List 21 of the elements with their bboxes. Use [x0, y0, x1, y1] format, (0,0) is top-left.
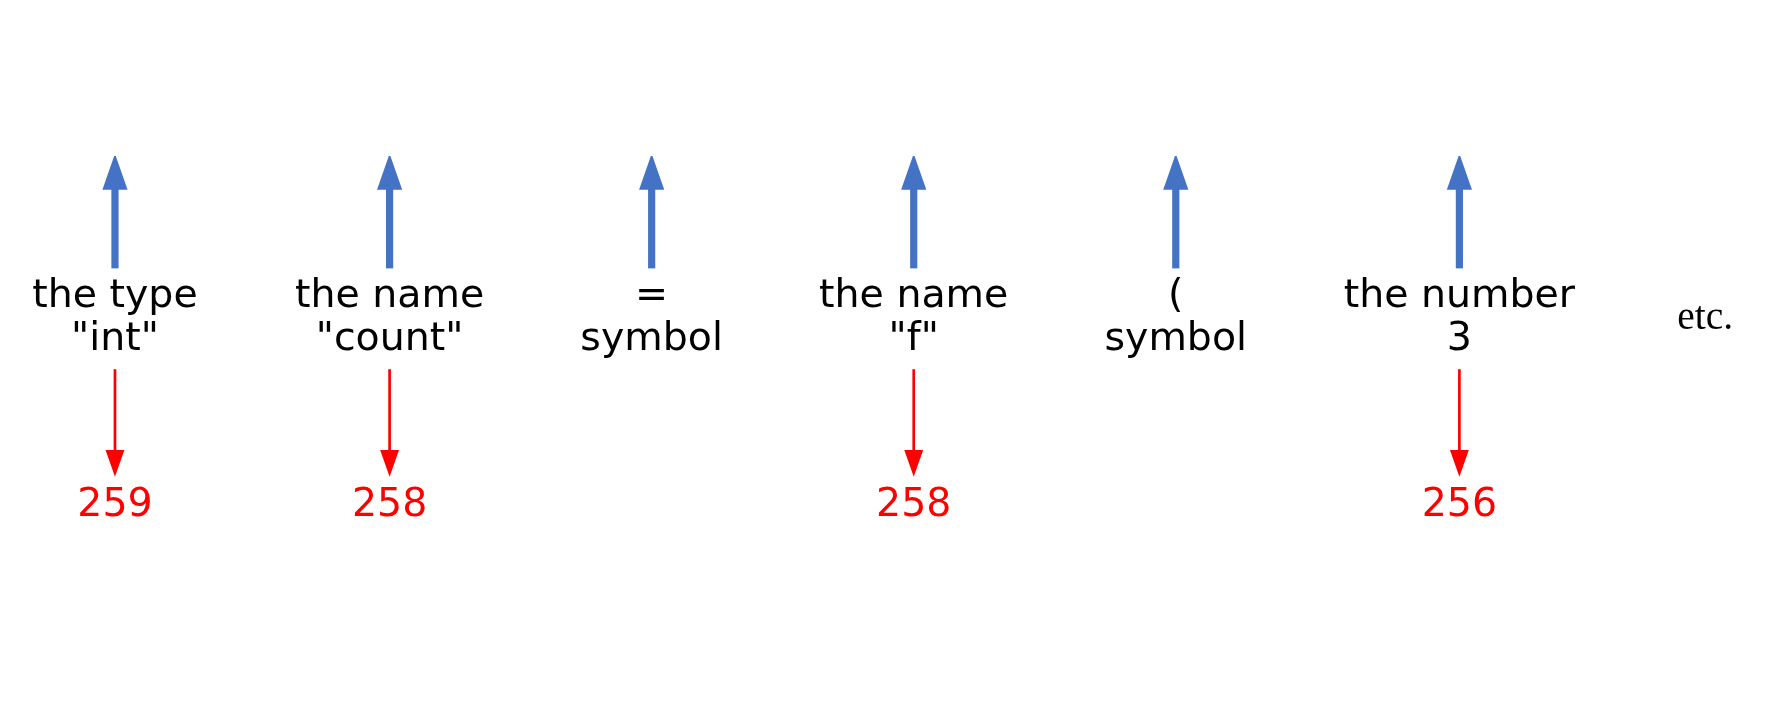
- node-text: the type "int": [32, 270, 198, 360]
- node-text: 258: [876, 478, 952, 525]
- arrow: [901, 156, 927, 269]
- arrow: [639, 156, 665, 269]
- arrow: [1449, 369, 1469, 477]
- arrow: [380, 369, 400, 477]
- node-text: ( symbol: [1104, 270, 1248, 360]
- node-text: 258: [351, 478, 428, 525]
- arrow: [904, 369, 924, 477]
- arrow: [1446, 156, 1472, 269]
- node-text: the number 3: [1343, 270, 1576, 360]
- arrow: [377, 156, 403, 269]
- node-text: 256: [1421, 478, 1498, 525]
- node-text: the name "f": [819, 270, 1009, 360]
- node-text: 259: [77, 478, 153, 525]
- arrow: [105, 369, 125, 477]
- arrow: [1163, 156, 1189, 269]
- label: etc.: [1677, 293, 1734, 338]
- node-text: the name "count": [294, 270, 485, 360]
- node-text: = symbol: [580, 270, 723, 360]
- arrow: [102, 156, 128, 269]
